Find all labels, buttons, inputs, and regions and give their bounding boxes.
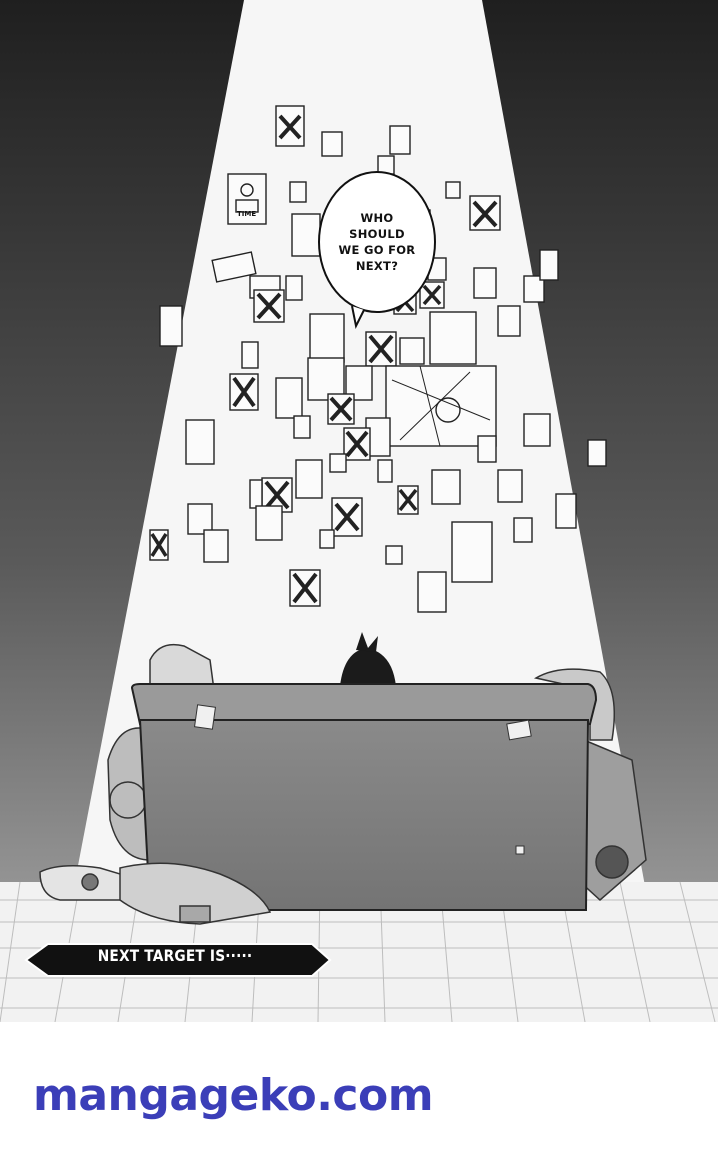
caption-banner xyxy=(24,943,332,977)
speech-bubble-text: WHO SHOULD WE GO FOR NEXT? xyxy=(318,210,436,274)
cross-mark-icon xyxy=(327,393,355,425)
bubble-line: NEXT? xyxy=(355,259,399,273)
bubble-line: SHOULD xyxy=(349,227,405,241)
site-watermark-link[interactable]: mangageko.com xyxy=(33,1070,434,1121)
manga-artwork xyxy=(0,0,718,1022)
cross-mark-icon xyxy=(149,529,169,561)
speech-bubble xyxy=(318,171,436,313)
bubble-line: WE GO FOR xyxy=(338,243,416,257)
right-robot xyxy=(533,668,647,902)
bubble-line: WHO xyxy=(360,211,394,225)
cross-mark-icon xyxy=(397,485,419,515)
cross-mark-icon xyxy=(469,195,501,231)
fallen-robot xyxy=(39,862,272,925)
cross-mark-icon xyxy=(229,373,259,411)
caption-text: NEXT TARGET IS····· xyxy=(97,946,253,965)
cross-mark-icon xyxy=(343,427,371,461)
evidence-board xyxy=(149,105,607,613)
map-sheet-icon xyxy=(385,365,497,447)
character-behind-desk xyxy=(340,632,396,686)
cross-mark-icon xyxy=(365,331,397,367)
cross-mark-icon xyxy=(289,569,321,607)
board-time-label: TIME xyxy=(237,210,257,218)
photo-pin-icon xyxy=(275,105,305,147)
cross-mark-icon xyxy=(253,289,285,323)
photo-pin-icon xyxy=(227,173,267,225)
footer: mangageko.com xyxy=(0,1022,718,1171)
cross-mark-icon xyxy=(331,497,363,537)
cross-mark-icon xyxy=(419,281,445,309)
manga-panel: WHO SHOULD WE GO FOR NEXT? TIME NEXT TAR… xyxy=(0,0,718,1022)
desk xyxy=(130,683,598,911)
